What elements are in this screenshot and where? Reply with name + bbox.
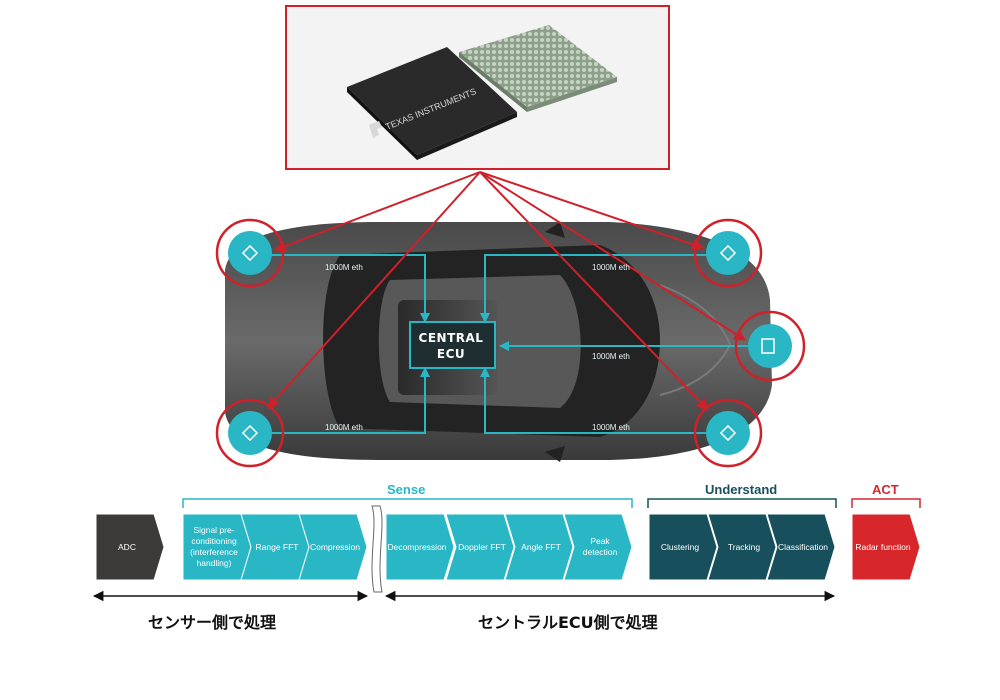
sensor-rear-right (693, 398, 763, 468)
understand-bracket (647, 498, 837, 508)
car-topview (215, 171, 806, 468)
stage-label-4: Decompression (387, 541, 447, 552)
central-ecu-box (409, 321, 496, 369)
sensor-rear-left (215, 398, 285, 468)
central-ecu-label: CENTRAL ECU (405, 330, 497, 362)
act-bracket (851, 498, 921, 508)
eth-label-front-left: 1000M eth (325, 263, 363, 272)
act-group-title: ACT (872, 482, 899, 497)
chip-to-sensor-arrows (267, 171, 747, 411)
stage-label-3: Compression (309, 541, 361, 552)
understand-group-title: Understand (705, 482, 778, 497)
stage-label-0: ADC (118, 541, 136, 552)
sense-group-title: Sense (387, 482, 426, 497)
sensor-front-center (734, 310, 806, 382)
stage-label-11: Radar function (855, 541, 911, 552)
stage-label-10: Classification (777, 541, 829, 552)
radar-chip-image: TEXAS INSTRUMENTS (347, 25, 617, 160)
central-ecu-side-label: セントラルECU側で処理 (478, 613, 658, 632)
stage-label-2: Range FFT (255, 541, 299, 552)
eth-label-front-center: 1000M eth (592, 352, 630, 361)
stage-label-9: Tracking (727, 541, 761, 552)
stage-label-1: Signal pre-conditioning (interference ha… (190, 525, 238, 568)
stage-label-8: Clustering (660, 541, 700, 552)
eth-label-rear-right: 1000M eth (592, 423, 630, 432)
chip-image-frame: TEXAS INSTRUMENTS (285, 5, 670, 170)
central-ecu-label-line1: CENTRAL (418, 331, 484, 345)
processing-split-mark (371, 505, 383, 593)
ethernet-links (270, 254, 750, 434)
central-ecu-label-line2: ECU (436, 347, 466, 361)
stage-label-7: Peak detection (582, 536, 618, 557)
sensor-front-right (693, 218, 763, 288)
stage-label-5: Doppler FFT (458, 541, 506, 552)
eth-label-rear-left: 1000M eth (325, 423, 363, 432)
sensor-front-left (215, 218, 285, 288)
ti-logo-icon (369, 121, 382, 138)
sense-bracket (182, 498, 633, 508)
car-body (225, 222, 772, 462)
sensor-side-label: センサー側で処理 (148, 613, 277, 632)
stage-label-6: Angle FFT (521, 541, 561, 552)
eth-label-front-right: 1000M eth (592, 263, 630, 272)
